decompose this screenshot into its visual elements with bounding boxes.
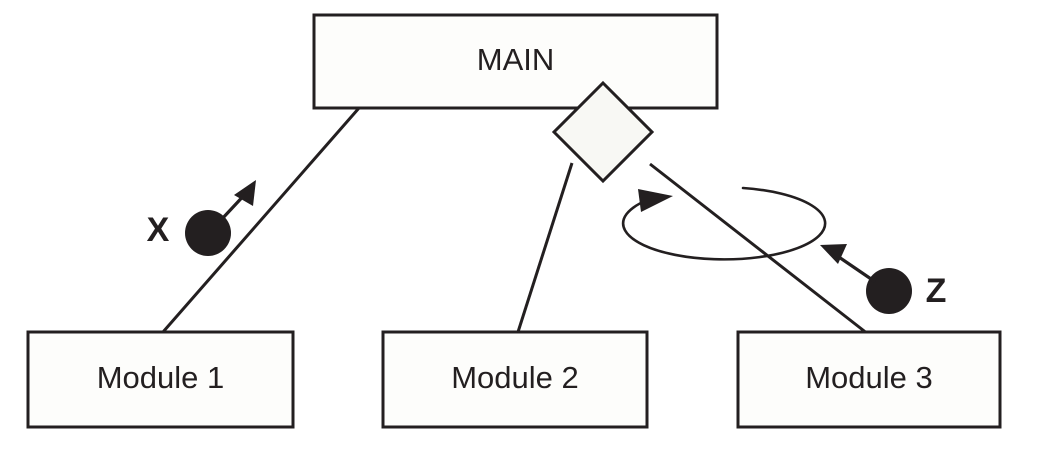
main-box[interactable]	[312, 13, 719, 110]
axis-x-arrowhead	[234, 180, 256, 206]
axis-z-label: Z	[926, 272, 947, 310]
module-3-box[interactable]	[736, 330, 1002, 429]
node-decision[interactable]	[551, 80, 655, 184]
module-2-box[interactable]	[381, 330, 649, 429]
axis-z-arrowhead	[820, 244, 847, 264]
main-label: MAIN	[477, 42, 555, 77]
connector-decision-to-module-2	[516, 162, 574, 333]
module-1-label: Module 1	[97, 360, 225, 395]
connector-main-to-module-1	[161, 107, 361, 333]
marker-x: X	[147, 180, 256, 256]
node-module-2[interactable]: Module 2	[381, 330, 649, 429]
node-main[interactable]: MAIN	[312, 13, 719, 110]
decision-diamond[interactable]	[551, 80, 655, 184]
rotation-arrow-icon	[621, 186, 827, 261]
module-2-label: Module 2	[451, 360, 579, 395]
axis-x-label: X	[147, 211, 170, 249]
rotation-ellipse-path	[621, 186, 827, 261]
rotation-arrowhead	[638, 189, 673, 212]
marker-z: Z	[820, 244, 946, 314]
connector-decision-to-module-3	[649, 162, 869, 336]
axis-z-dot	[866, 268, 912, 314]
connector-group	[161, 107, 869, 336]
node-module-3[interactable]: Module 3	[736, 330, 1002, 429]
axis-x-dot	[185, 210, 231, 256]
module-3-label: Module 3	[805, 360, 933, 395]
node-module-1[interactable]: Module 1	[26, 330, 295, 429]
module-1-box[interactable]	[26, 330, 295, 429]
